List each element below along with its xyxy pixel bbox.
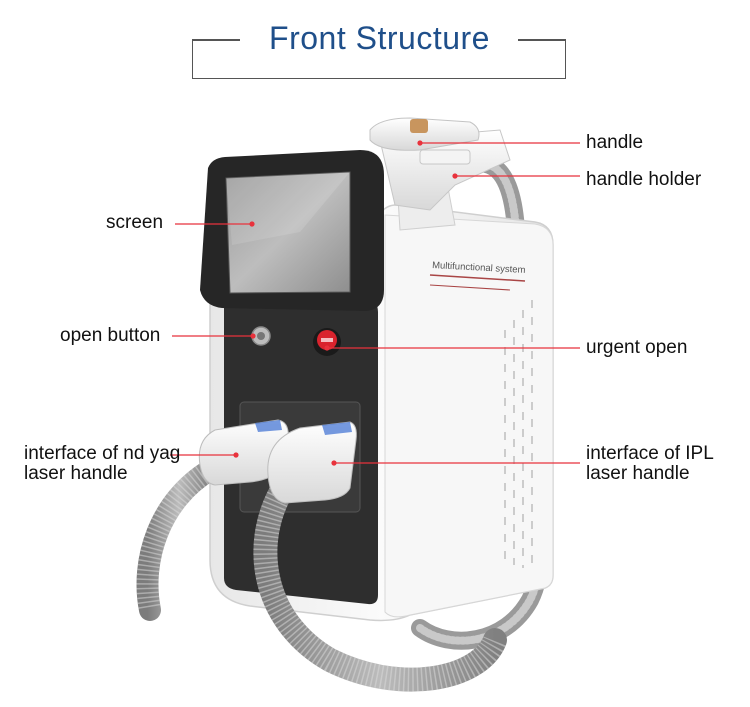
label-handle: handle: [586, 132, 644, 153]
title-frame: [192, 39, 566, 79]
nd-yag-hose: [136, 459, 221, 621]
label-open-button: open button: [60, 325, 161, 346]
top-handle: [369, 117, 480, 165]
page-title: Front Structure: [269, 20, 490, 56]
screen-unit: [200, 150, 384, 311]
panel-text: Multifunctional system: [432, 260, 526, 276]
vent-slots: [504, 300, 533, 570]
label-screen: screen: [106, 212, 164, 233]
leader-lines: [170, 140, 580, 466]
label-urgent-open: urgent open: [586, 337, 688, 358]
open-button: [251, 326, 271, 346]
side-panel: [384, 214, 554, 618]
label-ipl-interface: interface of IPL laser handle: [586, 443, 714, 484]
emergency-button: [313, 328, 341, 356]
label-nd-yag-interface: interface of nd yag laser handle: [24, 443, 181, 484]
label-handle-holder: handle holder: [586, 169, 702, 190]
ipl-handle: [267, 421, 357, 504]
